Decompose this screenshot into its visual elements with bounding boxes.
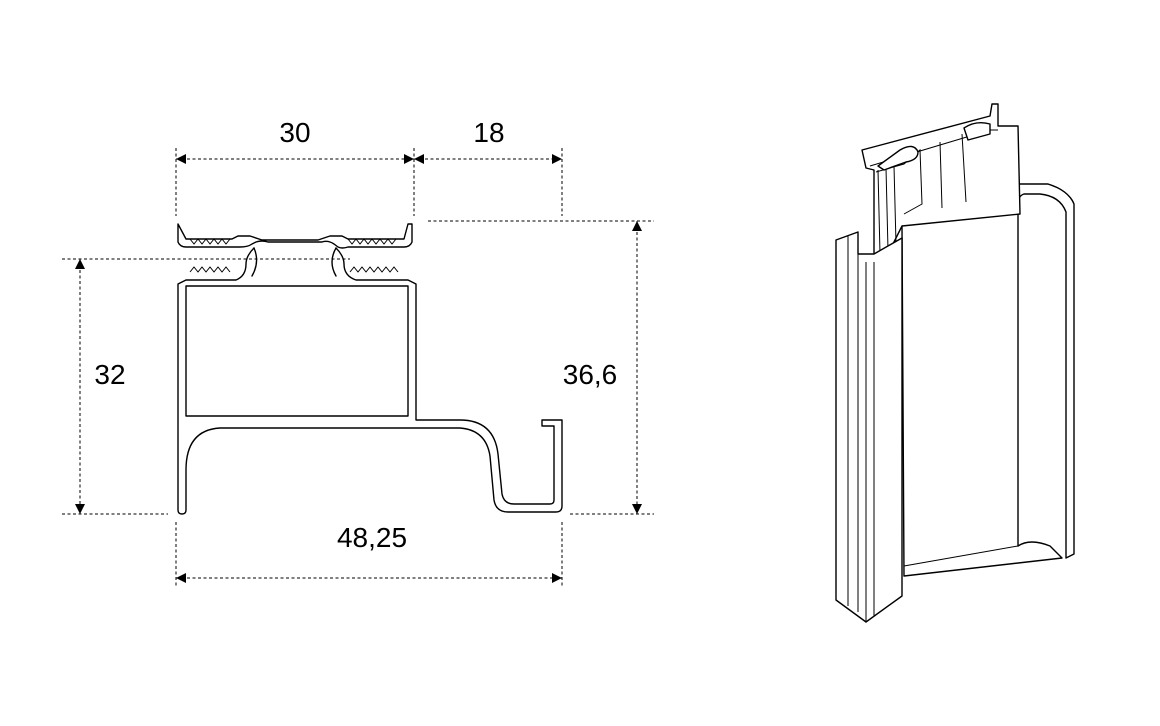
dim-label-top-offset: 18 <box>473 117 504 148</box>
dim-label-top-width: 30 <box>279 117 310 148</box>
hollow-chamber <box>185 285 409 417</box>
cross-section: 30 18 32 36,6 48,25 <box>62 117 654 588</box>
rail-teeth-top <box>189 238 397 245</box>
dim-label-height-left: 32 <box>94 359 125 390</box>
isometric-view <box>835 103 1075 623</box>
clip-joint <box>177 247 563 515</box>
dim-label-height-right: 36,6 <box>563 359 618 390</box>
rail-teeth-bottom <box>189 266 399 273</box>
top-rail <box>177 223 413 249</box>
dim-label-bottom-width: 48,25 <box>337 522 407 553</box>
